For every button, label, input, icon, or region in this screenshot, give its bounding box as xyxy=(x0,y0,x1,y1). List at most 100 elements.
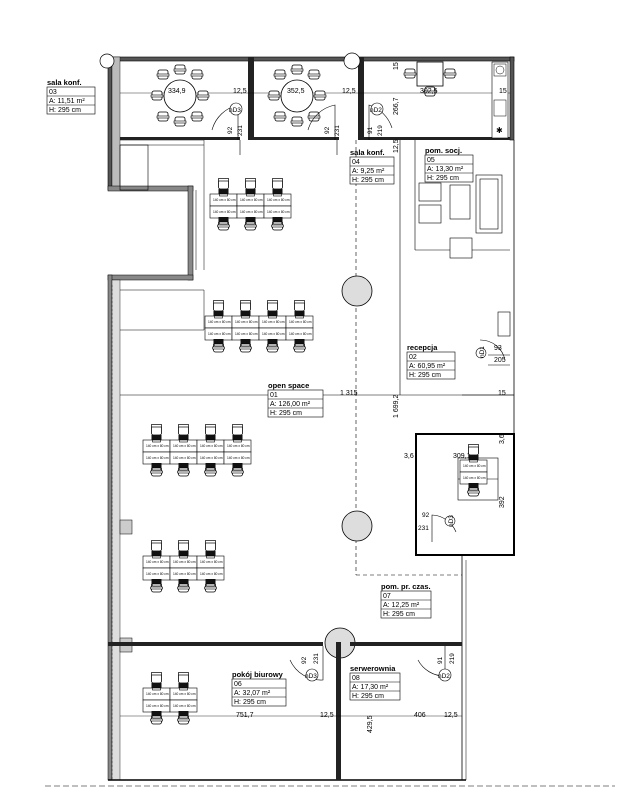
desk-label: 140 cm x 80 cm xyxy=(173,572,196,576)
svg-text:A: 126,00 m²: A: 126,00 m² xyxy=(270,401,311,408)
svg-text:A: 11,51 m²: A: 11,51 m² xyxy=(49,98,85,105)
chair xyxy=(151,424,162,436)
room-label-01: open space 01 A: 126,00 m² H: 295 cm xyxy=(267,381,324,418)
svg-text:pom. socj.: pom. socj. xyxy=(425,146,462,155)
desk-label: 140 cm x 80 cm xyxy=(227,456,250,460)
desk-group: 140 cm x 80 cm 140 cm x 80 cm 140 cm x 80 … xyxy=(142,672,198,725)
door-tag-e: nD3 xyxy=(305,668,319,682)
desk-group: 140 cm x 80 cm 140 cm x 80 cm 140 cm x 80 … xyxy=(142,540,225,593)
svg-text:H: 295 cm: H: 295 cm xyxy=(352,177,384,184)
desk-label: 140 cm x 80 cm xyxy=(267,198,290,202)
conference-table-03 xyxy=(150,64,210,127)
dim-392: 392 xyxy=(499,496,506,508)
svg-text:06: 06 xyxy=(234,681,242,688)
dim-429-5: 429,5 xyxy=(367,715,374,733)
monitor xyxy=(178,578,189,587)
svg-text:nD3: nD3 xyxy=(448,515,455,527)
svg-text:✱: ✱ xyxy=(496,126,503,135)
room-label-05: pom. socj. 05 A: 13,30 m² H: 295 cm xyxy=(424,146,474,183)
door-w4b: 231 xyxy=(418,525,429,532)
dim-1699-2: 1 699,2 xyxy=(393,395,400,418)
monitor xyxy=(178,682,189,691)
chair xyxy=(178,672,189,684)
room-label-07: pom. pr. czas. 07 A: 12,25 m² H: 295 cm xyxy=(380,582,432,619)
desk-label: 140 cm x 80 cm xyxy=(289,332,312,336)
dim-334-9: 334,9 xyxy=(168,88,186,95)
svg-text:H: 295 cm: H: 295 cm xyxy=(270,410,302,417)
svg-text:pom. pr. czas.: pom. pr. czas. xyxy=(381,582,431,591)
monitor xyxy=(213,338,224,347)
monitor xyxy=(218,216,229,225)
dim-15-c: 15 xyxy=(498,390,506,397)
monitor xyxy=(294,338,305,347)
dim-12-5-c: 12,5 xyxy=(393,139,400,153)
door-w4a: 92 xyxy=(422,512,430,519)
dim-15-a: 15 xyxy=(499,88,507,95)
dim-12-5-d: 12,5 xyxy=(320,712,334,719)
svg-text:03: 03 xyxy=(49,89,57,96)
svg-text:sala konf.: sala konf. xyxy=(47,78,82,87)
monitor xyxy=(205,578,216,587)
desk-label: 140 cm x 80 cm xyxy=(240,198,263,202)
room-label-08: serwerownia 08 A: 17,30 m² H: 295 cm xyxy=(349,664,401,701)
door-tags: nD3 nD2 nD1 nD3 nD3 nD2 xyxy=(229,102,486,682)
room-label-02: recepcja 02 A: 60,95 m² H: 295 cm xyxy=(406,343,456,380)
conference-walls: ✱ xyxy=(99,52,510,140)
monitor xyxy=(294,310,305,319)
desk-group: 140 cm x 80 cm 140 cm x 80 cm 140 cm x 80 … xyxy=(204,300,314,353)
desk-label: 140 cm x 80 cm xyxy=(463,476,486,480)
monitor xyxy=(151,578,162,587)
svg-text:A: 32,07 m²: A: 32,07 m² xyxy=(234,690,271,697)
dim-12-5-b: 12,5 xyxy=(342,88,356,95)
monitor xyxy=(245,216,256,225)
door-w5b: 231 xyxy=(313,653,320,664)
desk-label: 140 cm x 80 cm xyxy=(146,560,169,564)
monitor xyxy=(151,710,162,719)
svg-text:H: 295 cm: H: 295 cm xyxy=(234,699,266,706)
monitor xyxy=(178,710,189,719)
chair xyxy=(294,300,305,312)
dim-93: 93 xyxy=(494,345,502,352)
chair xyxy=(205,540,216,552)
monitor xyxy=(178,550,189,559)
monitor xyxy=(178,462,189,471)
desk-label: 140 cm x 80 cm xyxy=(289,320,312,324)
monitor xyxy=(240,310,251,319)
dim-266-7: 266,7 xyxy=(393,97,400,115)
door-w1a: 92 xyxy=(227,126,234,134)
reception-area xyxy=(399,140,511,395)
monitor xyxy=(240,338,251,347)
conference-table-04 xyxy=(267,64,327,127)
chair xyxy=(178,540,189,552)
monitor xyxy=(468,482,479,491)
svg-text:A: 12,25 m²: A: 12,25 m² xyxy=(383,602,420,609)
desk-label: 140 cm x 80 cm xyxy=(173,692,196,696)
chair xyxy=(178,424,189,436)
svg-text:recepcja: recepcja xyxy=(407,343,438,352)
desk-label: 140 cm x 80 cm xyxy=(208,320,231,324)
dim-205: 205 xyxy=(494,357,506,364)
door-w2a: 92 xyxy=(324,126,331,134)
chair xyxy=(272,178,283,190)
svg-text:pokój biurowy: pokój biurowy xyxy=(232,670,284,679)
monitor xyxy=(151,462,162,471)
monitor xyxy=(205,550,216,559)
desk-label: 140 cm x 80 cm xyxy=(173,704,196,708)
desk-label: 140 cm x 80 cm xyxy=(146,456,169,460)
svg-text:08: 08 xyxy=(352,675,360,682)
desk-label: 140 cm x 80 cm xyxy=(146,704,169,708)
monitor xyxy=(205,434,216,443)
svg-text:01: 01 xyxy=(270,392,278,399)
dimensions: 334,9 12,5 352,5 12,5 302,5 15 15 266,7 … xyxy=(168,62,507,733)
door-tag-d: nD3 xyxy=(448,515,455,527)
desk-label: 140 cm x 80 cm xyxy=(173,560,196,564)
dim-15-b: 15 xyxy=(393,62,400,70)
monitor xyxy=(272,216,283,225)
room-label-06: pokój biurowy 06 A: 32,07 m² H: 295 cm xyxy=(231,670,287,707)
svg-text:nD2: nD2 xyxy=(370,107,382,114)
door-tag-f: nD2 xyxy=(438,668,452,682)
room-label-03: sala konf. 03 A: 11,51 m² H: 295 cm xyxy=(46,78,96,115)
svg-text:nD1: nD1 xyxy=(479,346,486,358)
